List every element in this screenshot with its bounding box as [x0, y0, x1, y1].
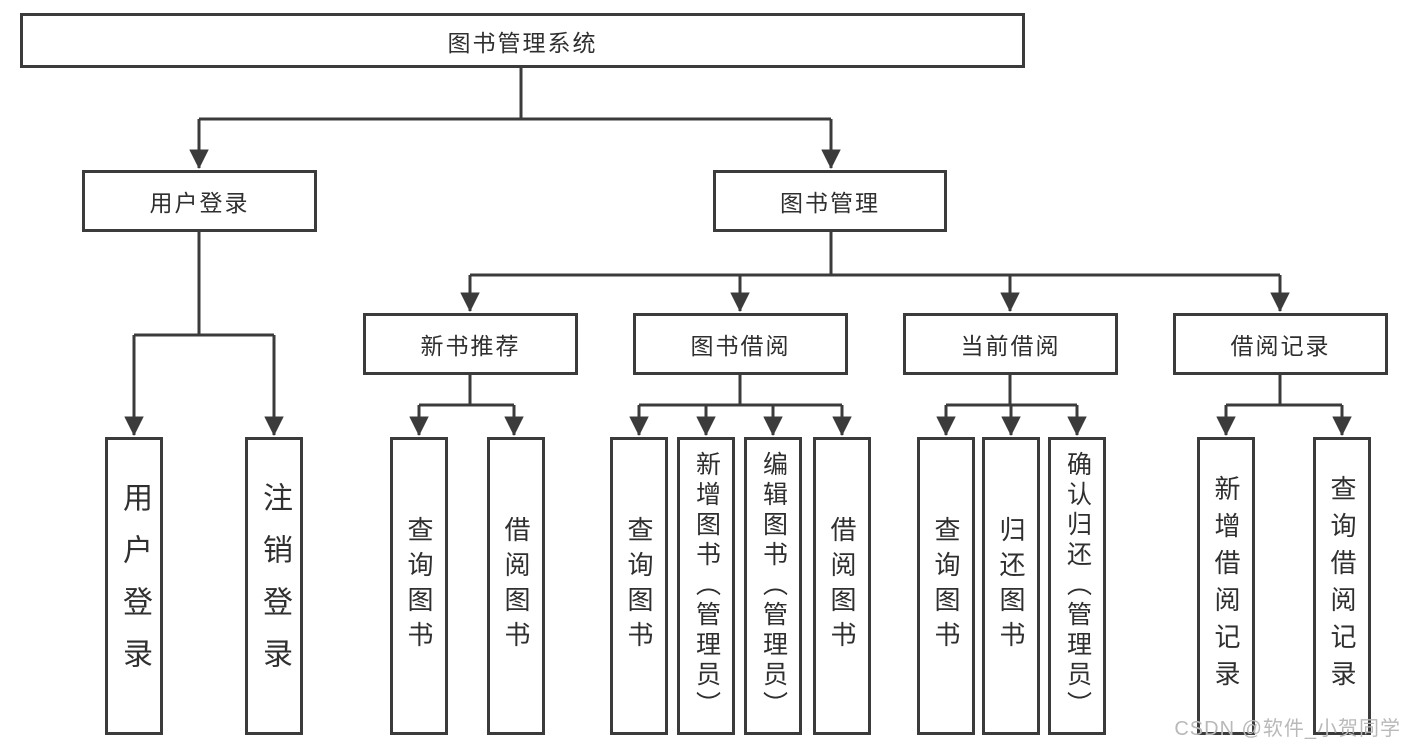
- leaf-confirm-return-admin: 确认归还（管理员）: [1048, 437, 1106, 735]
- leaf-logout: 注销登录: [245, 437, 303, 735]
- leaf-label: 查询借阅记录: [1327, 475, 1357, 697]
- leaf-label: 查询图书: [931, 516, 961, 656]
- node-library-management-system: 图书管理系统: [20, 13, 1025, 68]
- leaf-label: 借阅图书: [827, 516, 857, 656]
- leaf-label: 新增图书（管理员）: [692, 451, 721, 721]
- node-label: 借阅记录: [1230, 333, 1331, 359]
- leaf-label: 编辑图书（管理员）: [759, 451, 788, 721]
- leaf-label: 归还图书: [996, 516, 1026, 656]
- leaf-label: 用户登录: [118, 482, 151, 690]
- node-book-borrow: 图书借阅: [633, 313, 848, 375]
- leaf-label: 查询图书: [404, 516, 434, 656]
- leaf-add-book-admin: 新增图书（管理员）: [677, 437, 735, 735]
- leaf-add-borrow-record: 新增借阅记录: [1197, 437, 1255, 735]
- leaf-user-login: 用户登录: [105, 437, 163, 735]
- leaf-query-books-borrow: 查询图书: [610, 437, 668, 735]
- node-borrow-records: 借阅记录: [1173, 313, 1388, 375]
- leaf-query-books-recommend: 查询图书: [390, 437, 448, 735]
- leaf-query-borrow-record: 查询借阅记录: [1313, 437, 1371, 735]
- node-user-login-branch: 用户登录: [82, 170, 317, 232]
- csdn-watermark: CSDN @软件_小贺同学: [1174, 718, 1401, 740]
- node-new-book-recommend: 新书推荐: [363, 313, 578, 375]
- leaf-label: 借阅图书: [501, 516, 531, 656]
- node-book-management-branch: 图书管理: [713, 170, 947, 232]
- node-current-borrow: 当前借阅: [903, 313, 1118, 375]
- node-label: 图书管理系统: [447, 29, 598, 56]
- node-label: 用户登录: [149, 190, 250, 216]
- leaf-label: 查询图书: [624, 516, 654, 656]
- leaf-label: 确认归还（管理员）: [1063, 451, 1092, 721]
- leaf-return-book: 归还图书: [982, 437, 1040, 735]
- leaf-label: 新增借阅记录: [1211, 475, 1241, 697]
- node-label: 当前借阅: [960, 333, 1061, 359]
- node-label: 新书推荐: [420, 333, 521, 359]
- leaf-label: 注销登录: [258, 482, 291, 690]
- leaf-edit-book-admin: 编辑图书（管理员）: [744, 437, 802, 735]
- leaf-borrow-books: 借阅图书: [813, 437, 871, 735]
- node-label: 图书借阅: [690, 333, 791, 359]
- leaf-borrow-books-recommend: 借阅图书: [487, 437, 545, 735]
- leaf-query-books-current: 查询图书: [917, 437, 975, 735]
- node-label: 图书管理: [780, 190, 880, 216]
